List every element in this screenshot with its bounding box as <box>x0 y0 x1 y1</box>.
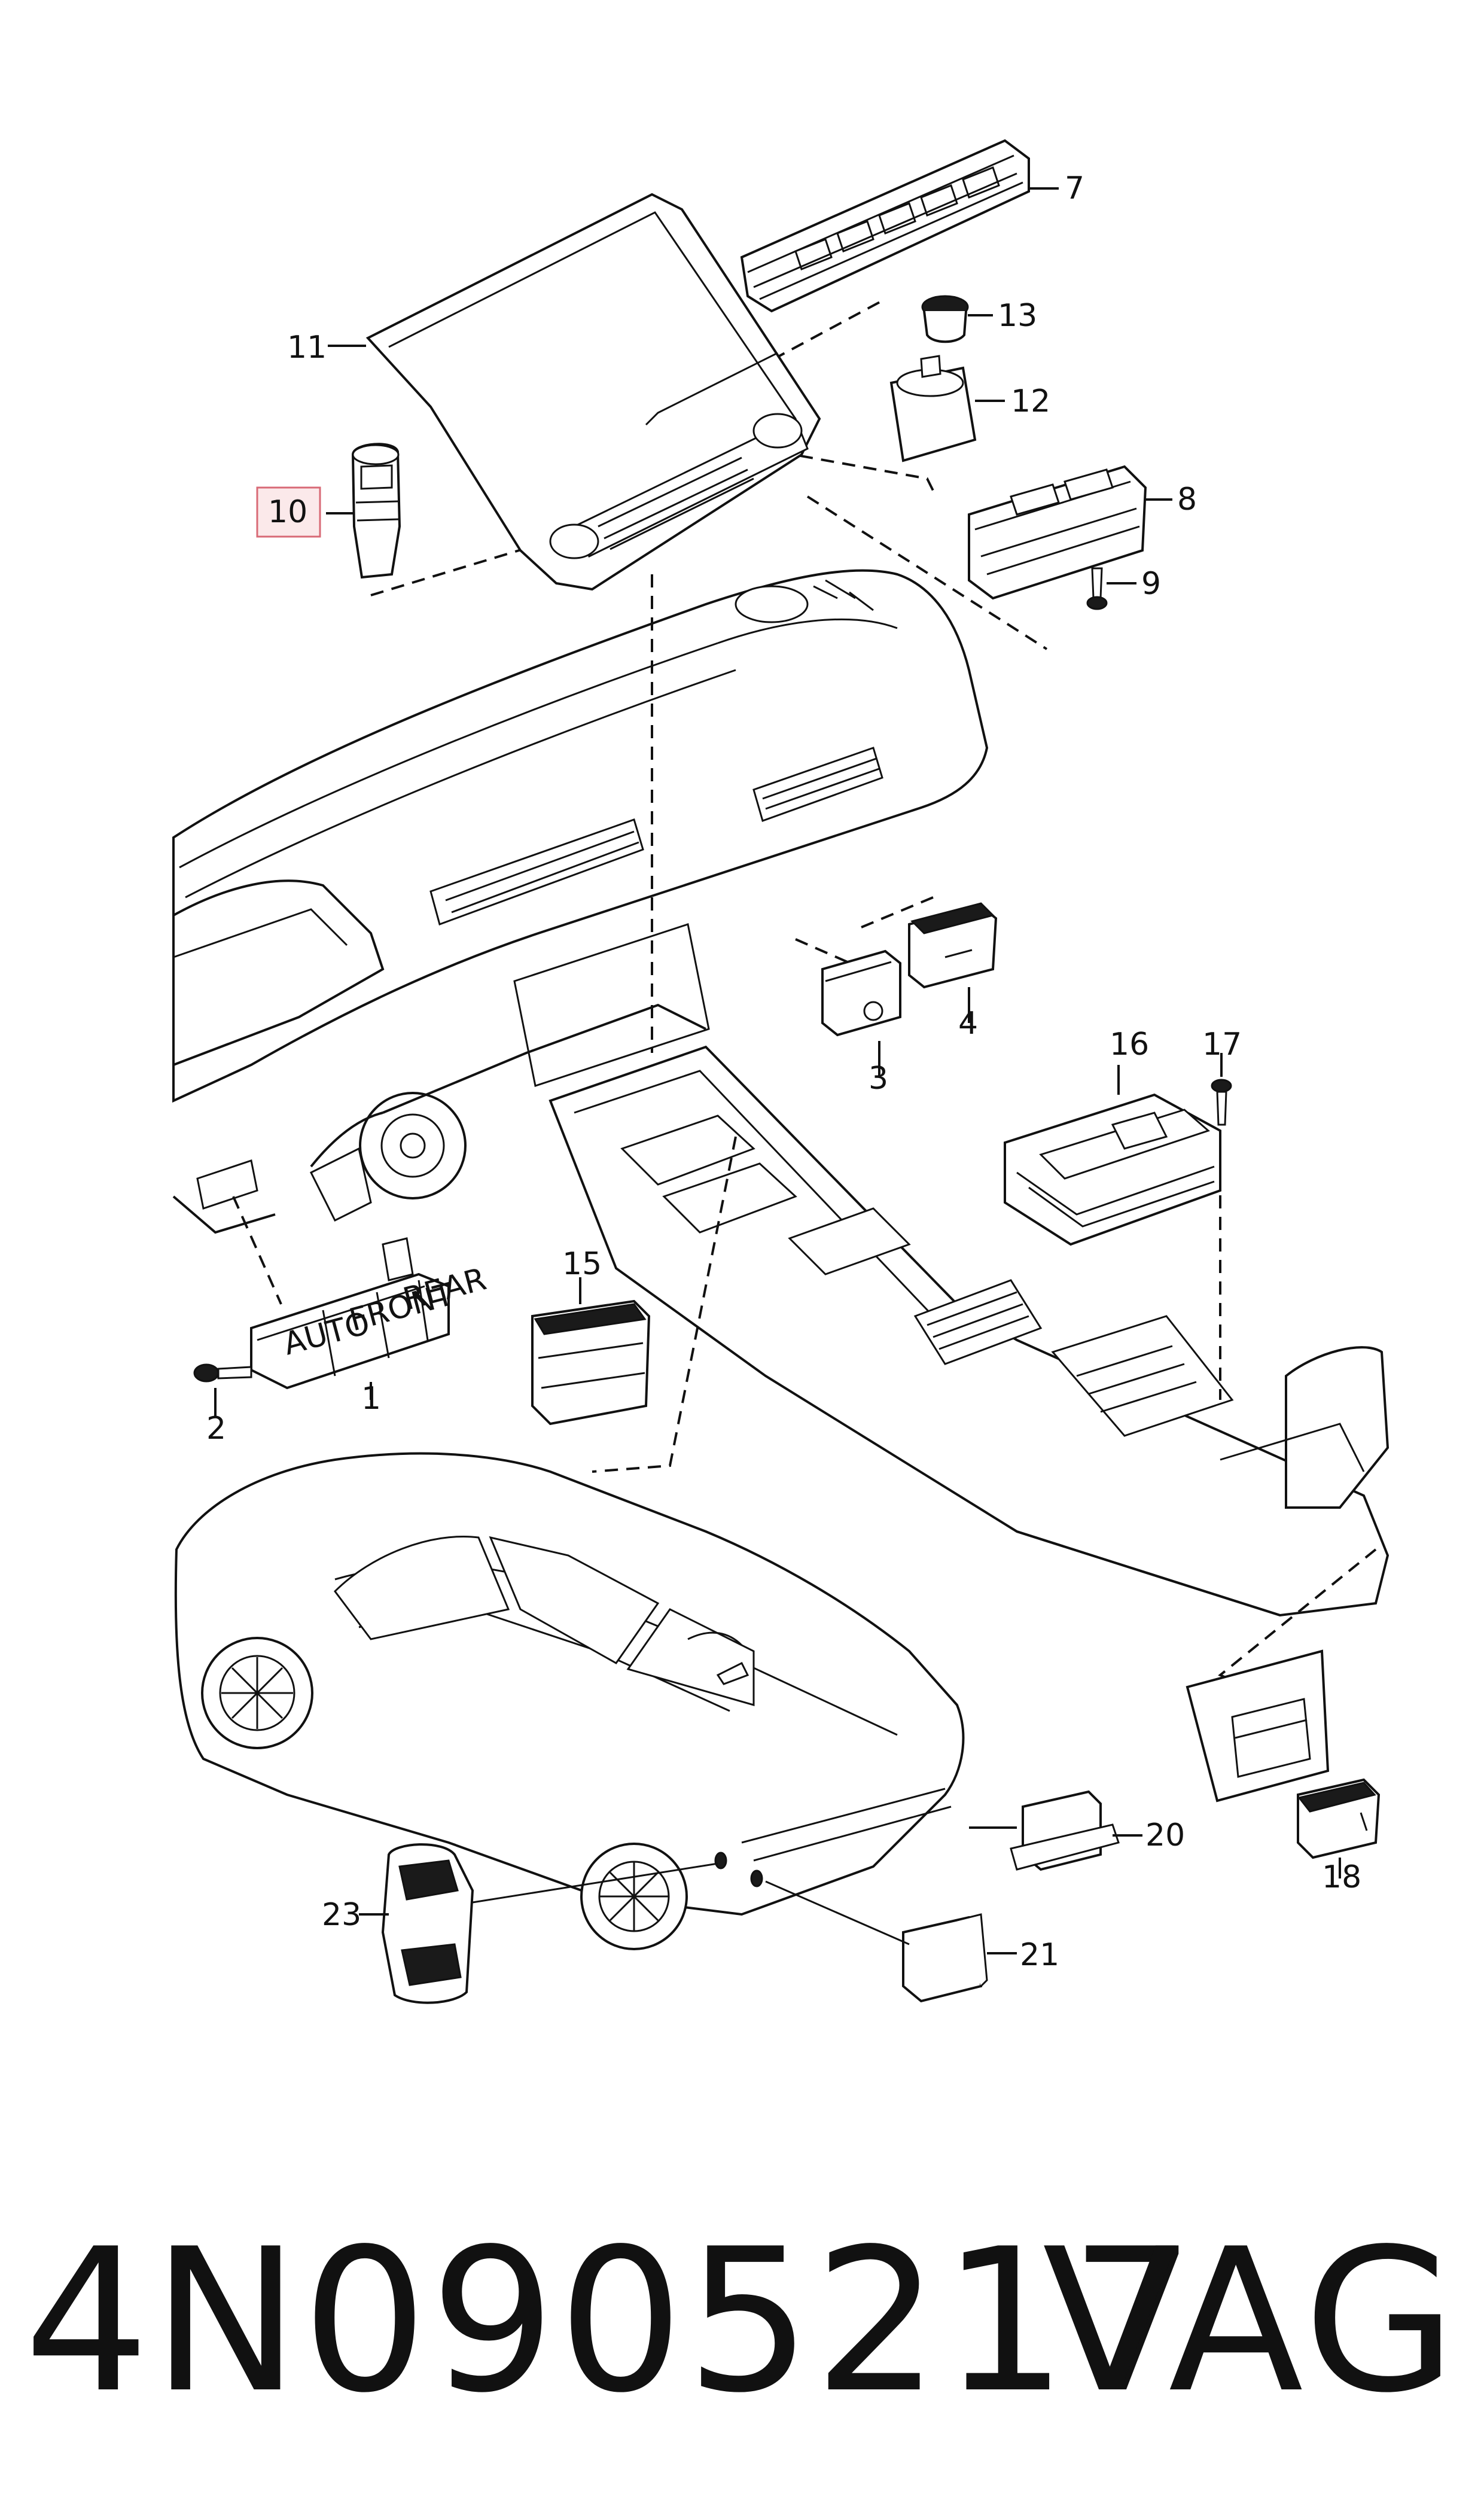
callout-20: 20 <box>1145 1817 1185 1853</box>
part-16-seat-control <box>1004 1065 1221 1246</box>
part-17-screw <box>1211 1053 1232 1126</box>
part-10-switch <box>326 443 401 579</box>
callout-labels: 7 11 13 12 10 8 9 4 3 16 17 15 1 2 20 18… <box>206 170 1361 1973</box>
center-console <box>548 1045 1389 1617</box>
callout-2: 2 <box>206 1411 226 1447</box>
callout-11: 11 <box>287 330 327 366</box>
callout-4: 4 <box>958 1006 978 1042</box>
callout-1: 1 <box>361 1381 381 1417</box>
callout-10: 10 <box>268 494 307 530</box>
rear-trim-panel <box>1186 1649 1330 1803</box>
part-7-switch-panel <box>740 139 1059 313</box>
highlight-box <box>256 486 321 538</box>
callout-12: 12 <box>1011 383 1050 419</box>
part-23-switch <box>359 1843 718 2004</box>
part-21-switch <box>765 1880 1017 2003</box>
callout-3: 3 <box>869 1061 888 1097</box>
footer: 4N0905217 VAG <box>0 2202 1484 2441</box>
part-9-screw <box>1086 567 1136 610</box>
callout-21: 21 <box>1020 1937 1059 1973</box>
dashboard <box>172 569 989 1234</box>
brand-name: VAG <box>1042 2206 1460 2436</box>
callout-9: 9 <box>1141 566 1161 602</box>
callout-7: 7 <box>1065 170 1084 206</box>
part-3-switch <box>821 949 901 1077</box>
callout-8: 8 <box>1177 482 1197 517</box>
leader-lines <box>232 298 1377 1718</box>
part-18-switch <box>1297 1778 1381 1878</box>
callout-23: 23 <box>322 1897 361 1933</box>
part-4-switch <box>908 902 998 1023</box>
part-1-light-switch: AUTO FRONT REAR <box>250 1237 490 1400</box>
part-2-screw <box>193 1363 252 1418</box>
callout-15: 15 <box>562 1246 602 1282</box>
callout-13: 13 <box>998 298 1037 334</box>
part-11-trim-frame <box>365 193 821 591</box>
part-8-switch-module <box>968 465 1172 600</box>
callout-18: 18 <box>1322 1859 1361 1895</box>
part-number: 4N0905217 <box>24 2206 1198 2436</box>
callout-16: 16 <box>1110 1027 1149 1062</box>
part-12-rotary-control <box>889 355 1005 462</box>
callout-17: 17 <box>1202 1027 1242 1062</box>
part-13-knob <box>921 295 993 343</box>
part-20-switch <box>969 1790 1142 1871</box>
part-15-switch <box>531 1277 651 1426</box>
car-illustration <box>174 1452 965 1950</box>
